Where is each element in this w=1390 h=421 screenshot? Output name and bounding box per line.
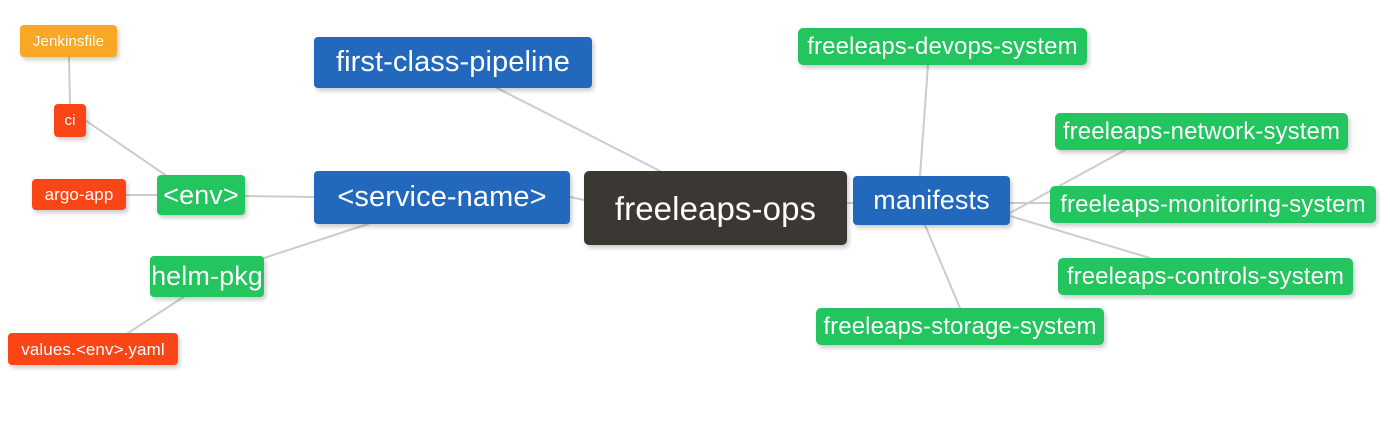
edge-first-class-pipeline-to-freeleaps-ops [496,87,661,172]
mindmap-node-freeleaps-storage-system[interactable]: freeleaps-storage-system [816,308,1104,345]
mindmap-node-freeleaps-ops[interactable]: freeleaps-ops [584,171,847,245]
mindmap-node-freeleaps-controls-system[interactable]: freeleaps-controls-system [1058,258,1353,295]
mindmap-node-label: freeleaps-devops-system [807,32,1078,60]
mindmap-node-label: freeleaps-controls-system [1066,262,1345,290]
mindmap-node-first-class-pipeline[interactable]: first-class-pipeline [314,37,592,88]
mindmap-node-ci[interactable]: ci [54,104,86,137]
mindmap-node-service-name[interactable]: <service-name> [314,171,570,224]
mindmap-node-label: ci [64,112,76,129]
mindmap-node-label: <env> [163,179,239,210]
mindmap-node-label: first-class-pipeline [335,46,571,78]
mindmap-node-label: freeleaps-monitoring-system [1060,190,1366,218]
edge-manifests-to-freeleaps-devops-system [919,64,929,177]
mindmap-node-label: freeleaps-ops [614,189,817,227]
edge-service-name-to-helm-pkg [263,223,369,259]
edge-helm-pkg-to-values-yaml [124,295,186,336]
mindmap-node-label: freeleaps-storage-system [823,312,1097,340]
mindmap-node-label: <service-name> [337,181,547,213]
mindmap-node-label: manifests [873,185,990,215]
edge-manifests-to-freeleaps-storage-system [924,224,961,309]
mindmap-node-label: freeleaps-network-system [1062,117,1341,145]
mindmap-node-label: helm-pkg [151,261,263,291]
mindmap-node-env[interactable]: <env> [157,175,245,215]
mindmap-node-freeleaps-network-system[interactable]: freeleaps-network-system [1055,113,1348,150]
mindmap-node-jenkinsfile[interactable]: Jenkinsfile [20,25,117,57]
mindmap-node-manifests[interactable]: manifests [853,176,1010,225]
mindmap-node-label: argo-app [44,185,114,204]
mindmap-node-freeleaps-devops-system[interactable]: freeleaps-devops-system [798,28,1087,65]
mindmap-node-values-yaml[interactable]: values.<env>.yaml [8,333,178,365]
mindmap-node-label: Jenkinsfile [32,32,105,50]
mindmap-node-label: values.<env>.yaml [21,339,165,359]
edge-jenkinsfile-to-ci [68,56,71,106]
edge-service-name-to-freeleaps-ops [569,196,585,201]
mindmap-node-freeleaps-monitoring-system[interactable]: freeleaps-monitoring-system [1050,186,1376,223]
mindmap-node-argo-app[interactable]: argo-app [32,179,126,210]
mindmap-node-helm-pkg[interactable]: helm-pkg [150,256,264,297]
edge-env-to-service-name [244,195,315,198]
